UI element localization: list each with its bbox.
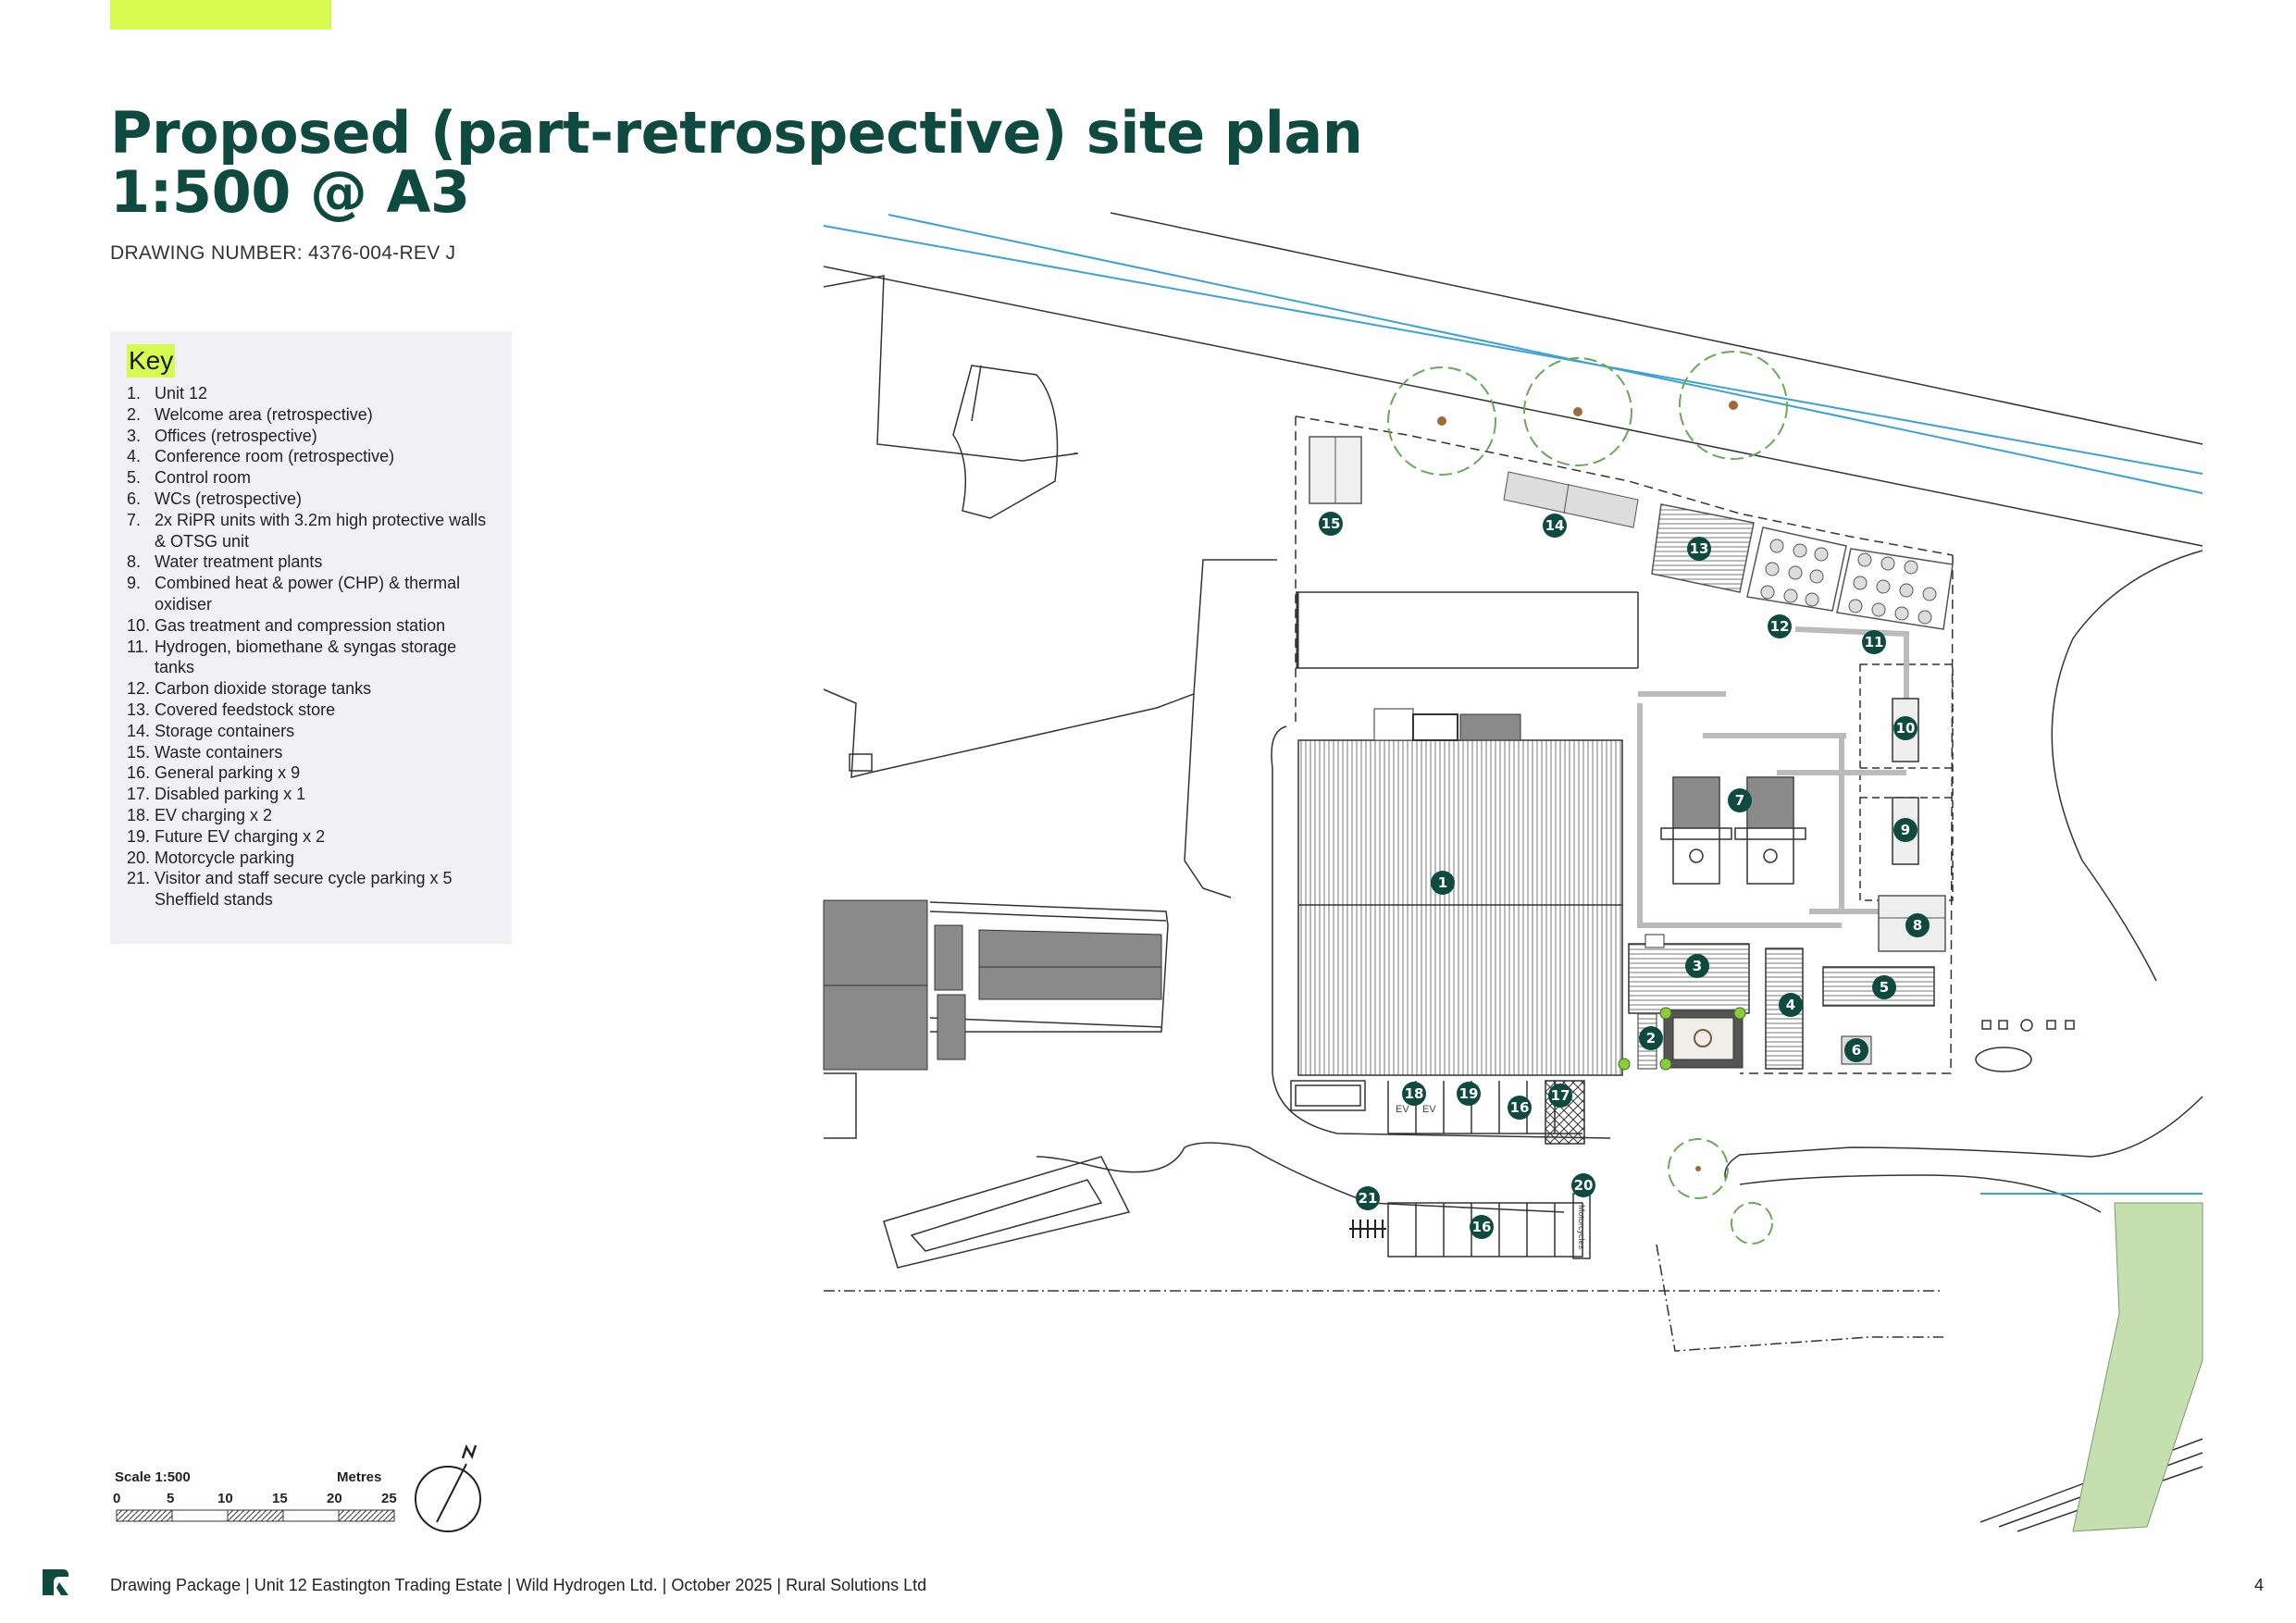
key-heading: Key [127, 344, 176, 378]
ev-label: EV [1396, 1104, 1409, 1115]
svg-text:9: 9 [1901, 822, 1910, 838]
key-item: 4.Conference room (retrospective) [127, 447, 395, 466]
key-item: 15.Waste containers [127, 742, 283, 762]
footer-text: Drawing Package | Unit 12 Eastington Tra… [110, 1576, 927, 1594]
key-item: 5.Control room [127, 468, 252, 488]
marker-16: 16 [1470, 1215, 1494, 1239]
svg-text:12: 12 [1770, 618, 1790, 635]
marker-7: 7 [1728, 788, 1752, 812]
marker-5: 5 [1872, 975, 1896, 999]
marker-11: 11 [1862, 630, 1886, 654]
svg-text:15: 15 [1322, 515, 1341, 532]
svg-text:21: 21 [1359, 1190, 1378, 1207]
key-item: 14.Storage containers [127, 721, 295, 740]
key-item: 8.Water treatment plants [127, 552, 323, 572]
accent-tab [110, 0, 331, 30]
motorcycle-label: Motorcycles [1577, 1205, 1586, 1250]
svg-text:16: 16 [1472, 1219, 1492, 1235]
key-panel: Key 1.Unit 12 2.Welcome area (retrospect… [110, 331, 512, 944]
key-item: 20.Motorcycle parking [127, 848, 295, 867]
key-item: 13.Covered feedstock store [127, 700, 336, 719]
marker-8: 8 [1905, 913, 1930, 937]
page-title: Proposed (part-retrospective) site plan … [110, 104, 1363, 222]
svg-text:10: 10 [1896, 720, 1916, 737]
marker-12: 12 [1768, 614, 1792, 638]
marker-1: 1 [1431, 871, 1455, 895]
marker-6: 6 [1844, 1038, 1868, 1062]
company-logo-icon [43, 1569, 68, 1595]
svg-text:17: 17 [1551, 1087, 1570, 1104]
svg-text:16: 16 [1510, 1099, 1530, 1116]
key-item: 16.General parking x 9 [127, 763, 301, 783]
svg-text:14: 14 [1545, 517, 1565, 534]
key-item: 6.WCs (retrospective) [127, 489, 303, 508]
key-item: 9.Combined heat & power (CHP) & thermal … [127, 574, 461, 613]
marker-9: 9 [1893, 818, 1917, 842]
svg-text:20: 20 [1574, 1177, 1594, 1194]
key-item: 17.Disabled parking x 1 [127, 785, 306, 804]
svg-text:3: 3 [1693, 958, 1702, 974]
scale-tick: 10 [217, 1491, 233, 1506]
title-line-1: Proposed (part-retrospective) site plan [110, 99, 1363, 167]
scale-tick: 15 [272, 1491, 288, 1506]
svg-text:5: 5 [1880, 979, 1889, 996]
key-item: 18.EV charging x 2 [127, 805, 273, 824]
scale-bar: Scale 1:500 Metres 0 5 10 15 20 25 [113, 1469, 397, 1522]
svg-text:6: 6 [1852, 1042, 1861, 1059]
ev-label: EV [1422, 1104, 1436, 1115]
key-item: 10.Gas treatment and compression station [127, 615, 446, 635]
marker-3: 3 [1685, 954, 1709, 978]
marker-10: 10 [1893, 716, 1917, 740]
key-item: 7.2x RiPR units with 3.2m high protectiv… [127, 510, 487, 551]
key-list: 1.Unit 12 2.Welcome area (retrospective)… [127, 383, 501, 911]
key-item: 11.Hydrogen, biomethane & syngas storage… [127, 637, 457, 677]
title-line-2: 1:500 @ A3 [110, 158, 470, 226]
marker-19: 19 [1457, 1082, 1481, 1106]
key-item: 3.Offices (retrospective) [127, 426, 317, 445]
marker-17: 17 [1548, 1084, 1572, 1108]
marker-20: 20 [1571, 1173, 1595, 1197]
site-plan: EV EV Motorcycles 1 2 3 4 5 6 7 8 9 10 1… [823, 212, 2203, 1532]
north-arrow-icon [415, 1444, 481, 1532]
svg-text:13: 13 [1690, 540, 1709, 557]
plan-markers: 1 2 3 4 5 6 7 8 9 10 11 12 13 14 15 16 1… [1319, 512, 1930, 1239]
marker-18: 18 [1402, 1082, 1426, 1106]
key-item: 19.Future EV charging x 2 [127, 826, 326, 846]
marker-16: 16 [1508, 1096, 1532, 1120]
marker-13: 13 [1687, 537, 1711, 561]
marker-4: 4 [1779, 993, 1803, 1017]
key-item: 21.Visitor and staff secure cycle parkin… [127, 869, 453, 910]
drawing-number: DRAWING NUMBER: 4376-004-REV J [110, 242, 456, 264]
svg-text:4: 4 [1786, 997, 1795, 1013]
scale-tick: 5 [167, 1491, 174, 1506]
svg-text:1: 1 [1438, 874, 1447, 891]
key-item: 1.Unit 12 [127, 384, 208, 403]
marker-14: 14 [1543, 514, 1567, 538]
svg-text:7: 7 [1735, 792, 1744, 809]
scale-tick: 20 [327, 1491, 342, 1506]
marker-21: 21 [1356, 1186, 1380, 1210]
svg-text:19: 19 [1459, 1085, 1479, 1102]
scale-tick: 25 [381, 1491, 397, 1506]
key-item: 2.Welcome area (retrospective) [127, 404, 373, 424]
svg-text:8: 8 [1913, 917, 1922, 934]
svg-text:2: 2 [1646, 1030, 1656, 1047]
page-number: 4 [2254, 1576, 2265, 1594]
scale-unit: Metres [337, 1469, 381, 1485]
scale-tick: 0 [113, 1491, 120, 1506]
scale-label: Scale 1:500 [115, 1469, 191, 1485]
svg-text:18: 18 [1405, 1085, 1424, 1102]
marker-15: 15 [1319, 512, 1343, 536]
svg-text:11: 11 [1865, 634, 1884, 650]
key-item: 12.Carbon dioxide storage tanks [127, 679, 372, 699]
marker-2: 2 [1639, 1026, 1663, 1050]
